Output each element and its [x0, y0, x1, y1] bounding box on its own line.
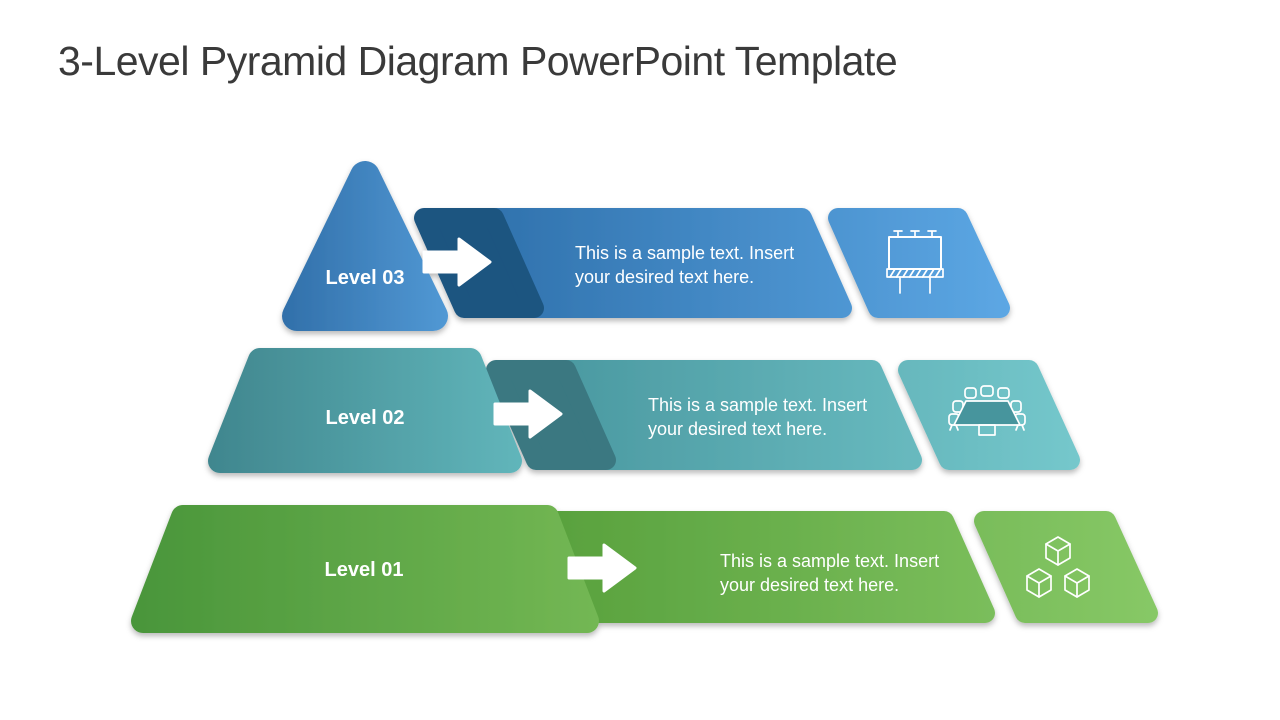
level-02-pyramid-segment: [208, 348, 522, 473]
level-03-label[interactable]: Level 03: [326, 267, 405, 289]
arrow-right-icon: [493, 389, 563, 439]
level-03-body-line1[interactable]: This is a sample text. Insert: [575, 243, 794, 263]
level-03-body-line2[interactable]: your desired text here.: [575, 267, 754, 287]
cubes-icon: [1026, 536, 1090, 598]
level-01-pyramid-segment: [131, 505, 599, 633]
level-02-body-line2[interactable]: your desired text here.: [648, 419, 827, 439]
level-01-end-cap: [974, 511, 1158, 623]
level-02-group: Level 02 This is a sample text. Insert y…: [208, 348, 1080, 473]
slide-title: 3-Level Pyramid Diagram PowerPoint Templ…: [58, 38, 898, 84]
arrow-right-icon: [422, 237, 492, 287]
billboard-icon: [886, 230, 944, 294]
level-01-body-line2[interactable]: your desired text here.: [720, 575, 899, 595]
level-01-group: Level 01 This is a sample text. Insert y…: [131, 505, 1158, 633]
meeting-table-icon: [948, 385, 1026, 436]
level-02-label[interactable]: Level 02: [326, 407, 405, 429]
arrow-right-icon: [567, 543, 637, 593]
level-03-group: Level 03 This is a sample text. Insert y…: [282, 161, 1010, 331]
level-01-body-line1[interactable]: This is a sample text. Insert: [720, 551, 939, 571]
level-03-pyramid-segment: [282, 161, 448, 331]
level-01-label[interactable]: Level 01: [325, 559, 404, 581]
level-02-body-line1[interactable]: This is a sample text. Insert: [648, 395, 867, 415]
level-03-end-cap: [828, 208, 1010, 318]
